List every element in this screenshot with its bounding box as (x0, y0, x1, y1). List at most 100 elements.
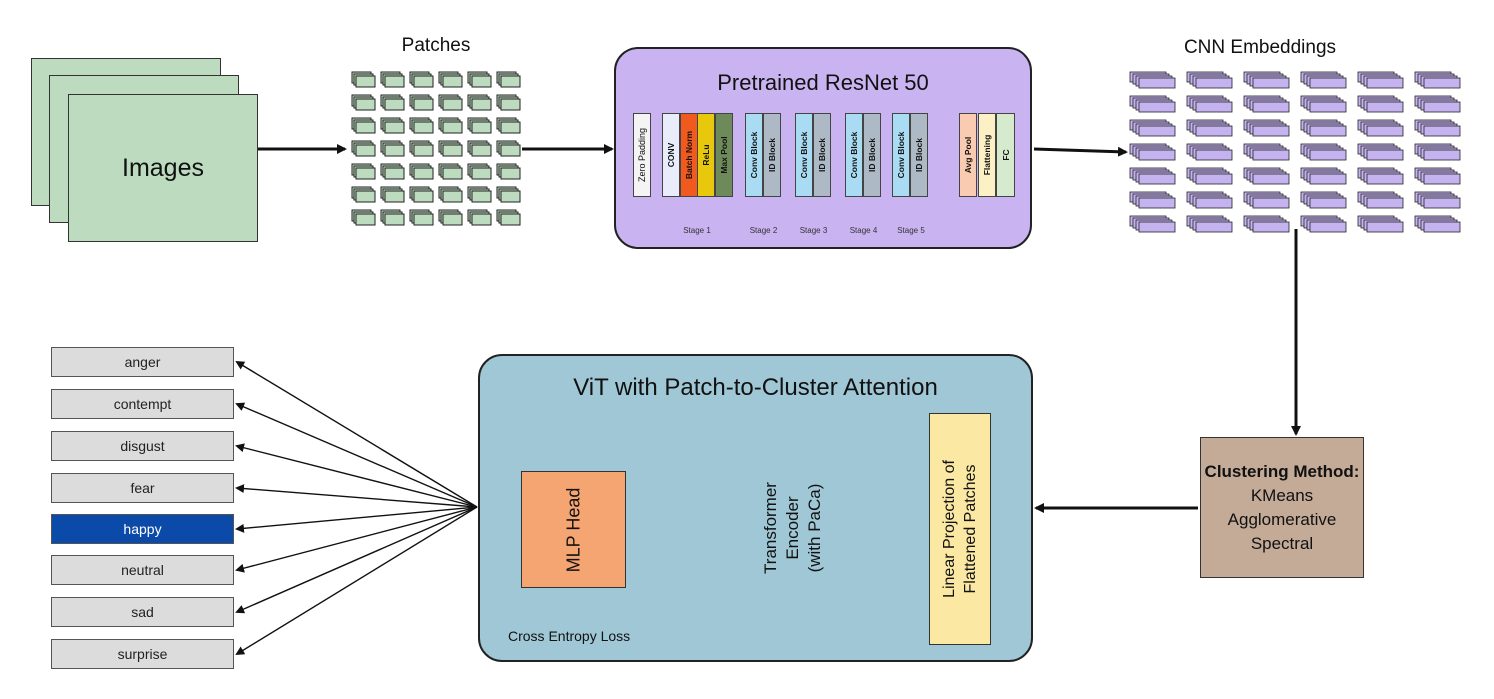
patch-tile (496, 71, 521, 88)
patch-tile (496, 209, 521, 226)
resnet-layer-label: Conv Block (799, 131, 809, 179)
resnet-layer-label: Conv Block (849, 131, 859, 179)
emotion-label-surprise: surprise (51, 639, 234, 669)
resnet-layer-label: ReLu (701, 144, 711, 166)
patch-tile (409, 94, 434, 111)
embedding-tile (1300, 143, 1347, 161)
embedding-tile (1414, 167, 1461, 185)
resnet-layer-id-block-3: ID Block (813, 113, 831, 197)
emotion-label-anger: anger (51, 347, 234, 377)
clustering-box: Clustering Method: KMeans Agglomerative … (1200, 437, 1364, 578)
emotion-label-fear: fear (51, 473, 234, 503)
patch-tile (351, 117, 376, 134)
patch-tile (467, 117, 492, 134)
embedding-tile (1186, 95, 1233, 113)
embedding-tile (1243, 215, 1290, 233)
embedding-grid (1129, 71, 1461, 233)
embedding-tile (1357, 71, 1404, 89)
patch-tile (409, 117, 434, 134)
embedding-tile (1129, 119, 1176, 137)
embedding-tile (1243, 167, 1290, 185)
patch-tile (496, 186, 521, 203)
resnet-layer-label: CONV (666, 142, 676, 168)
embedding-tile (1129, 95, 1176, 113)
resnet-layer-zero-padding: Zero Padding (633, 113, 651, 197)
resnet-layer-fc: FC (996, 113, 1015, 197)
fan-arrow-surprise (235, 506, 478, 656)
resnet-layer-label: Max Pool (719, 136, 729, 174)
fan-arrow-fear (235, 484, 478, 508)
mlp-head-label: MLP Head (563, 487, 583, 572)
patch-tile (438, 140, 463, 157)
stage-label: Stage 5 (897, 225, 925, 235)
fan-arrow-contempt (235, 402, 478, 508)
image-card-front: Images (68, 94, 258, 242)
embedding-tile (1357, 119, 1404, 137)
stage-label: Stage 1 (683, 225, 711, 235)
embedding-tile (1186, 119, 1233, 137)
patch-tile (351, 163, 376, 180)
resnet-layer-relu: ReLu (697, 113, 715, 197)
resnet-layer-conv-block-2: Conv Block (745, 113, 763, 197)
stage-label: Stage 4 (849, 225, 878, 235)
resnet-layer-label: Conv Block (749, 131, 759, 179)
transformer-encoder-label-area: Transformer Encoder (with PaCa) (653, 410, 903, 646)
embedding-tile (1300, 119, 1347, 137)
embedding-tile (1186, 71, 1233, 89)
fan-arrow-happy (235, 506, 478, 533)
patch-tile (438, 209, 463, 226)
embedding-tile (1414, 71, 1461, 89)
patch-tile (409, 140, 434, 157)
embedding-tile (1243, 191, 1290, 209)
resnet-layer-label: Conv Block (896, 131, 906, 179)
patch-tile (351, 71, 376, 88)
resnet-layer-label: ID Block (867, 137, 877, 173)
patch-grid (351, 71, 521, 226)
patch-tile (351, 209, 376, 226)
embedding-tile (1414, 191, 1461, 209)
patch-tile (409, 209, 434, 226)
embedding-tile (1357, 191, 1404, 209)
clustering-method-kmeans: KMeans (1250, 485, 1314, 505)
resnet-layer-label: Zero Padding (637, 127, 647, 183)
embedding-tile (1300, 95, 1347, 113)
patch-tile (496, 140, 521, 157)
resnet-layer-max-pool: Max Pool (715, 113, 733, 197)
embedding-tile (1186, 143, 1233, 161)
linear-projection-box: Linear Projection of Flattened Patches (929, 413, 991, 645)
fan-arrow-sad (235, 506, 478, 614)
resnet-layer-batch-norm: Batch Norm (680, 113, 698, 197)
patch-tile (380, 94, 405, 111)
clustering-method-spectral: Spectral (1250, 533, 1314, 553)
encoder-line-2: Encoder (783, 496, 802, 560)
patch-tile (438, 186, 463, 203)
patch-tile (438, 117, 463, 134)
clustering-method-agglomerative: Agglomerative (1227, 509, 1337, 529)
vit-title: ViT with Patch-to-Cluster Attention (573, 374, 938, 401)
embedding-tile (1300, 215, 1347, 233)
resnet-layer-flattening: Flattening (978, 113, 996, 197)
arrow-resnet-to-embeddings (1033, 146, 1128, 157)
clustering-title: Clustering Method: (1204, 461, 1360, 481)
linear-projection-label: Linear Projection of Flattened Patches (939, 460, 981, 598)
emotion-label-contempt: contempt (51, 389, 234, 419)
embedding-tile (1129, 167, 1176, 185)
resnet-layer-label: Batch Norm (684, 130, 694, 180)
patch-tile (467, 140, 492, 157)
resnet-layer-label: ID Block (817, 137, 827, 173)
patch-tile (380, 163, 405, 180)
encoder-line-3: (with PaCa) (805, 483, 824, 573)
loss-label: Cross Entropy Loss (508, 628, 631, 644)
patch-tile (351, 140, 376, 157)
resnet-layer-label: ID Block (914, 137, 924, 173)
resnet-layer-conv-block-5: Conv Block (892, 113, 910, 197)
fan-arrow-neutral (235, 506, 478, 573)
resnet-layer-conv-block-3: Conv Block (795, 113, 813, 197)
patch-tile (467, 71, 492, 88)
patch-tile (351, 94, 376, 111)
embedding-tile (1243, 95, 1290, 113)
transformer-encoder-label: Transformer Encoder (with PaCa) (760, 482, 826, 574)
patch-tile (409, 71, 434, 88)
resnet-title: Pretrained ResNet 50 (717, 70, 929, 95)
